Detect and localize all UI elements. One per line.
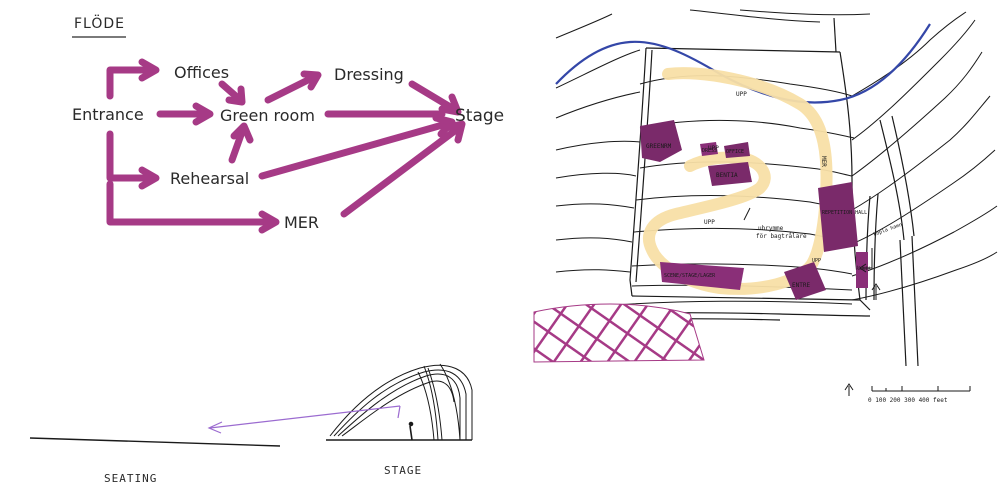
north-arrow-icon xyxy=(845,384,853,396)
node-mer: MER xyxy=(284,213,319,232)
block-label-bentia: BENTIA xyxy=(716,172,738,179)
scale-label: 0 100 200 300 400 feet xyxy=(868,397,948,404)
path-label-upp-3: UPP xyxy=(704,219,715,226)
label-seating: SEATING xyxy=(104,472,157,485)
path-label-upp-4: UPP xyxy=(812,258,821,264)
block-label-greenrm: GREENRM xyxy=(646,143,672,150)
block-label-office: OFFICE xyxy=(726,149,744,155)
hatched-area xyxy=(534,304,704,362)
section-sketch: SEATING STAGE xyxy=(30,364,472,485)
node-stage: Stage xyxy=(455,106,504,126)
block-label-lager: SCENE/STAGE/LAGER xyxy=(664,273,716,279)
label-stage: STAGE xyxy=(384,464,422,477)
block-greenroom xyxy=(640,120,682,162)
node-green-room: Green room xyxy=(220,106,315,125)
road-label: kopla hamn xyxy=(873,222,903,238)
entrance-note-2: för bagtrålare xyxy=(756,233,807,240)
flow-diagram: FLÖDE xyxy=(72,14,504,232)
site-map: GREENRM OFFICE DRESS BENTIA REPETITION H… xyxy=(534,10,997,404)
entrance-note-1: ubrymme xyxy=(758,225,784,232)
arrow-dressing-stage xyxy=(412,84,452,108)
block-label-repetition: REPETITION HALL xyxy=(822,210,867,216)
node-offices: Offices xyxy=(174,63,229,82)
contour-lines xyxy=(556,10,997,306)
block-label-entre: ENTRE xyxy=(792,282,810,289)
seating-ground-line xyxy=(30,438,280,446)
node-dressing: Dressing xyxy=(334,65,404,84)
arrow-entrance-mer xyxy=(110,184,270,222)
flow-arrows xyxy=(110,62,462,230)
sightline-arrow xyxy=(209,406,400,433)
node-entrance: Entrance xyxy=(72,105,144,124)
arrow-offices-greenroom xyxy=(222,84,238,98)
node-rehearsal: Rehearsal xyxy=(170,169,249,188)
arrow-greenroom-dressing xyxy=(268,78,312,100)
arrow-rehearsal-stage xyxy=(262,124,446,176)
path-label-upp-2: UPP xyxy=(708,145,719,152)
block-repetition xyxy=(818,182,858,252)
block-entre xyxy=(784,262,826,300)
stage-canopy xyxy=(330,364,472,440)
arrow-mer-stage xyxy=(344,130,456,214)
path-label-mer: MER xyxy=(820,156,827,167)
flow-title: FLÖDE xyxy=(74,14,125,32)
path-label-upp-1: UPP xyxy=(736,91,747,98)
scale-bar xyxy=(872,386,970,391)
